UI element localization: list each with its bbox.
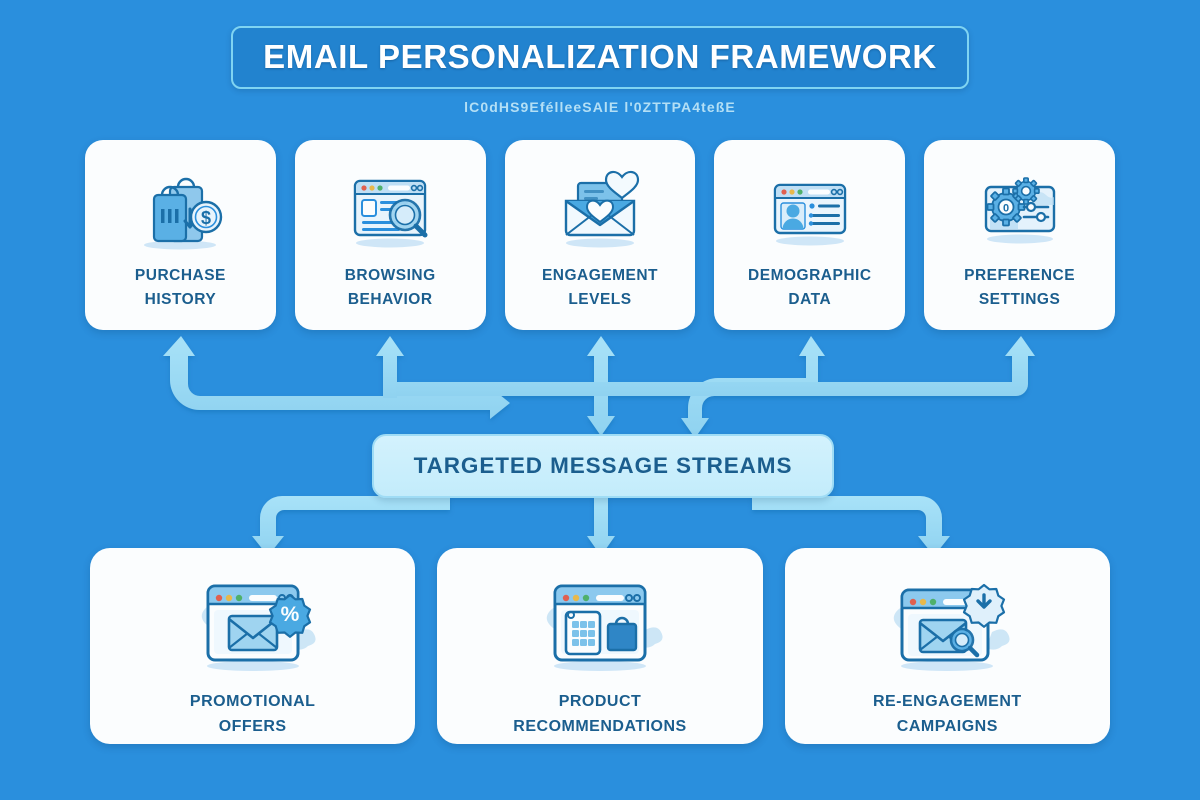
arrow-re-engagement-campaigns — [752, 496, 950, 556]
card-label-line1: BROWSING — [344, 267, 436, 284]
card-engagement-levels[interactable]: ENGAGEMENT LEVELS — [504, 140, 696, 330]
card-demographic-data[interactable]: DEMOGRAPHIC DATA — [714, 140, 906, 330]
input-card-row: $ PURCHASE HISTORY — [85, 140, 1115, 330]
card-browsing-behavior[interactable]: BROWSING BEHAVIOR — [294, 140, 486, 330]
page-subtitle: lC0dHS9EfélleeSAlE l'0ZTTPA4teßE — [464, 99, 736, 115]
card-label: PREFERENCE SETTINGS — [956, 264, 1083, 312]
card-re-engagement-campaigns[interactable]: RE-ENGAGEMENT CAMPAIGNS — [784, 548, 1110, 744]
targeted-message-streams-band[interactable]: TARGETED MESSAGE STREAMS — [372, 434, 834, 498]
output-card-row: % PROMOTIONAL OFFERS — [90, 548, 1110, 744]
card-label: ENGAGEMENT LEVELS — [534, 264, 666, 312]
arrow-purchase-history — [163, 336, 510, 419]
card-label-line1: PURCHASE — [134, 267, 226, 284]
card-label-line1: RE-ENGAGEMENT — [872, 693, 1022, 710]
card-product-recommendations[interactable]: PRODUCT RECOMMENDATIONS — [437, 548, 763, 744]
arrow-group-outputs — [252, 496, 950, 556]
card-label: RE-ENGAGEMENT CAMPAIGNS — [865, 690, 1030, 740]
card-label: BROWSING BEHAVIOR — [337, 264, 444, 312]
gears-sliders-icon: 0 — [924, 162, 1115, 260]
band-label: TARGETED MESSAGE STREAMS — [413, 453, 793, 478]
shopping-bags-dollar-icon: $ — [85, 162, 276, 260]
svg-text:$: $ — [201, 208, 211, 228]
card-label-line2: RECOMMENDATIONS — [513, 717, 687, 735]
card-label-line2: BEHAVIOR — [347, 291, 433, 309]
header: EMAIL PERSONALIZATION FRAMEWORK lC0dHS9E… — [0, 26, 1200, 115]
arrow-demographic-data — [681, 336, 825, 438]
card-label-line2: DATA — [788, 291, 832, 309]
card-label: PRODUCT RECOMMENDATIONS — [505, 690, 694, 740]
arrow-preference-settings — [396, 336, 1035, 396]
arrow-promotional-offers — [252, 496, 450, 556]
arrow-product-recommendations — [587, 496, 615, 556]
arrow-engagement-levels — [587, 336, 615, 436]
card-label-line2: LEVELS — [568, 291, 632, 309]
title-box: EMAIL PERSONALIZATION FRAMEWORK — [231, 26, 969, 89]
svg-text:0: 0 — [1003, 203, 1009, 215]
card-promotional-offers[interactable]: % PROMOTIONAL OFFERS — [90, 548, 416, 744]
card-label-line2: OFFERS — [218, 717, 287, 735]
browser-grid-bag-icon — [437, 572, 762, 680]
card-label-line2: CAMPAIGNS — [896, 717, 998, 735]
card-purchase-history[interactable]: $ PURCHASE HISTORY — [85, 140, 276, 330]
card-label-line1: PROMOTIONAL — [189, 693, 316, 710]
card-label-line1: PRODUCT — [558, 693, 642, 710]
user-profile-card-icon — [714, 162, 905, 260]
card-label: PURCHASE HISTORY — [127, 264, 234, 312]
browser-envelope-percent-icon: % — [90, 572, 415, 680]
browser-envelope-magnifier-badge-icon — [785, 572, 1110, 680]
card-label: PROMOTIONAL OFFERS — [182, 690, 324, 740]
arrow-browsing-behavior — [376, 336, 404, 398]
envelope-hearts-icon — [505, 162, 696, 260]
card-label-line1: PREFERENCE — [964, 267, 1076, 284]
browser-magnifier-icon — [295, 162, 486, 260]
card-label-line2: SETTINGS — [978, 291, 1061, 309]
card-preference-settings[interactable]: 0 — [924, 140, 1115, 330]
card-label-line1: DEMOGRAPHIC — [748, 267, 872, 284]
arrow-group-inputs — [163, 336, 1035, 438]
card-label-line2: HISTORY — [144, 291, 217, 309]
svg-text:%: % — [280, 603, 299, 626]
card-label: DEMOGRAPHIC DATA — [740, 264, 879, 312]
card-label-line1: ENGAGEMENT — [541, 267, 659, 284]
page-title: EMAIL PERSONALIZATION FRAMEWORK — [263, 38, 937, 75]
